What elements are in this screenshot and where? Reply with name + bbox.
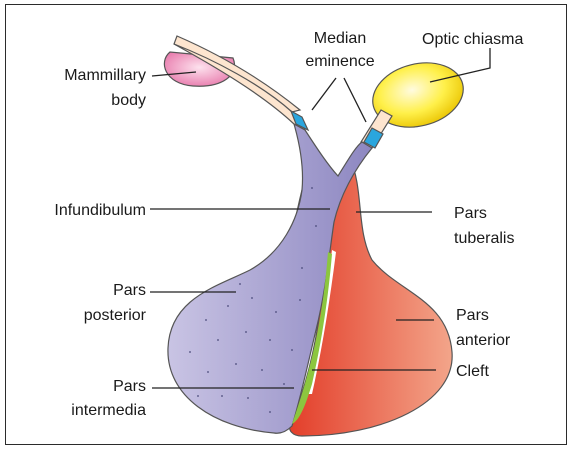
- label-mammillary-line2: body: [111, 92, 146, 109]
- label-optic-chiasma: Optic chiasma: [422, 31, 523, 48]
- label-intermedia-line1: Pars: [113, 378, 146, 395]
- label-tuberalis-line1: Pars: [454, 205, 487, 222]
- label-intermedia-line2: intermedia: [71, 402, 146, 419]
- label-mammillary-line1: Mammillary: [64, 67, 146, 84]
- label-posterior-line1: Pars: [113, 282, 146, 299]
- label-anterior-line1: Pars: [456, 307, 489, 324]
- label-median-line1: Median: [314, 30, 366, 47]
- label-anterior-line2: anterior: [456, 332, 511, 349]
- leader-median-left: [312, 78, 336, 110]
- leader-median-right: [344, 78, 366, 122]
- label-infundibulum: Infundibulum: [54, 202, 146, 219]
- label-median-line2: eminence: [305, 53, 374, 70]
- label-cleft: Cleft: [456, 363, 489, 380]
- label-tuberalis-line2: tuberalis: [454, 230, 514, 247]
- label-posterior-line2: posterior: [84, 307, 147, 324]
